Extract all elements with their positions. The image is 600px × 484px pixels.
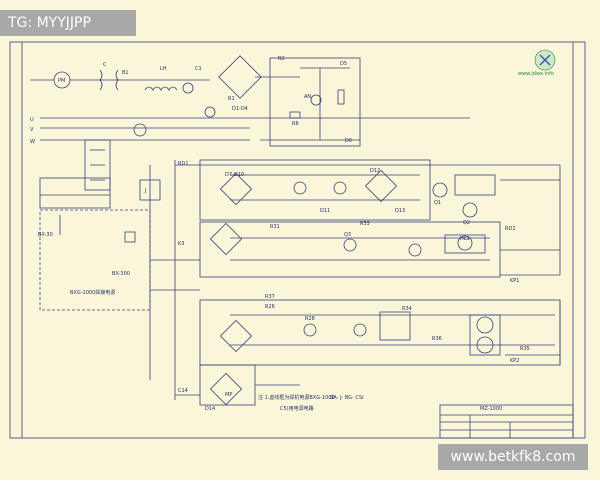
label-rd1: RD1	[178, 161, 189, 167]
label-r31: R31	[270, 224, 280, 230]
tag-label: TG: MYYJJPP	[0, 10, 136, 36]
label-bx30: BX-30	[38, 232, 53, 238]
input-w: W	[30, 139, 35, 145]
label-q2: Q2	[463, 220, 470, 226]
watermark-url: www.betkfk8.com	[438, 444, 588, 470]
label-r33: R33	[360, 221, 370, 227]
title-block-label: MZ-1000	[480, 406, 502, 412]
input-u: U	[30, 117, 34, 123]
label-an: AN	[304, 94, 311, 100]
label-d6: D6	[345, 138, 352, 144]
title-block	[439, 404, 574, 439]
label-r34: R34	[402, 306, 412, 312]
logo	[534, 49, 556, 71]
label-c1: C1	[195, 66, 202, 72]
label-kp1: KP1	[510, 278, 519, 284]
label-note2: BA- J- BG- CSI	[330, 395, 364, 401]
label-b1: B1	[122, 70, 129, 76]
label-d11: D11	[320, 208, 330, 214]
label-d1d4: D1-D4	[232, 106, 248, 112]
label-pm: PM	[58, 78, 65, 84]
label-r26: R26	[265, 304, 275, 310]
label-d14: D14	[205, 406, 215, 412]
label-r1: R1	[228, 96, 235, 102]
label-lh: LH	[160, 66, 167, 72]
label-q3: Q3	[344, 232, 351, 238]
label-d13: D13	[395, 208, 405, 214]
label-r36: R36	[432, 336, 442, 342]
label-note3: C5)用电源电路	[280, 405, 314, 412]
label-rd2: RD2	[505, 226, 516, 232]
drawing-border	[9, 41, 586, 439]
input-v: V	[30, 127, 34, 133]
label-c14: C14	[178, 388, 188, 394]
label-r37: R37	[265, 294, 275, 300]
logo-text: www.jdwx.info	[518, 71, 554, 77]
label-q1: Q1	[434, 200, 441, 206]
label-r28: R28	[305, 316, 315, 322]
label-mp: MP	[225, 392, 232, 398]
label-hl1: HL1	[460, 236, 470, 242]
label-j: J	[144, 188, 146, 194]
label-r2: R2	[278, 56, 285, 62]
label-r6: R6	[292, 121, 299, 127]
label-d5: D5	[340, 61, 347, 67]
label-r35: R35	[520, 346, 530, 352]
label-k3: K3	[178, 241, 184, 247]
label-d7d10: D7-D10	[225, 172, 244, 178]
label-kp2: KP2	[510, 358, 519, 364]
label-supply-bottom: BX-300	[112, 271, 130, 277]
label-note: 注 1.虚线框为焊机电源BXG-1000	[258, 394, 335, 401]
label-supply-left: BXG-1000焊接电源	[70, 289, 115, 296]
label-d12: D12	[370, 168, 380, 174]
label-c: C	[103, 62, 107, 68]
